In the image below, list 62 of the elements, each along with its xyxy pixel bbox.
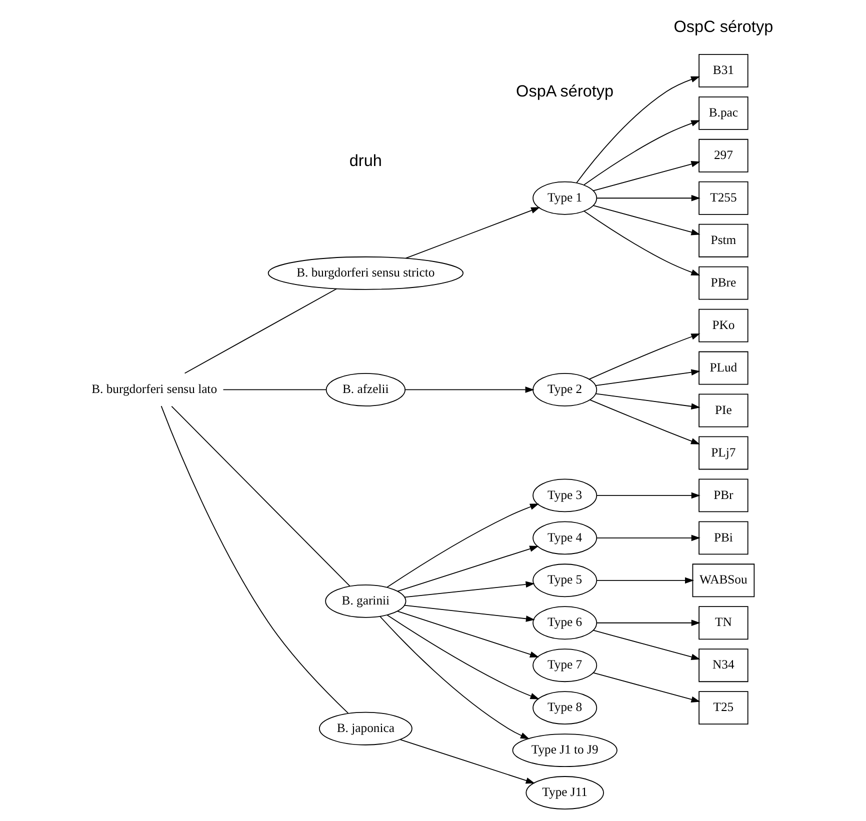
node-box: WABSou (692, 564, 755, 598)
node-box: B.pac (698, 96, 748, 130)
arrow (596, 534, 700, 542)
arrow (380, 616, 530, 740)
node-text: B. burgdorferi sensu lato (92, 382, 218, 396)
node-box: PIe (698, 394, 748, 428)
arrow (404, 604, 536, 622)
arrow (404, 386, 534, 393)
label: druh (349, 152, 382, 170)
arrow (386, 504, 540, 588)
arrow (404, 581, 535, 598)
connector (222, 389, 327, 390)
arrow (595, 393, 700, 410)
arrow (596, 577, 694, 584)
node-box: 297 (698, 138, 748, 172)
node-box: T25 (698, 691, 748, 725)
arrow (405, 207, 540, 259)
node-box: PLud (698, 351, 748, 385)
node-ellipse: Type 5 (532, 564, 598, 598)
node-box: B31 (698, 54, 748, 88)
arrow (592, 160, 700, 192)
node-ellipse: B. japonica (318, 712, 412, 746)
arrow (592, 205, 700, 236)
arrow (596, 620, 700, 626)
node-box: T255 (698, 181, 748, 215)
label: OspC sérotyp (674, 18, 774, 36)
node-ellipse: Type 4 (532, 521, 598, 555)
arrow (584, 210, 700, 276)
node-box: PBi (698, 521, 748, 555)
label: OspA sérotyp (516, 82, 614, 100)
node-box: PLj7 (698, 436, 748, 470)
arrow (596, 194, 700, 202)
arrow (592, 672, 700, 702)
arrow (584, 120, 700, 186)
arrow (400, 739, 535, 784)
node-box: PBr (698, 478, 748, 512)
node-ellipse: Type 2 (532, 373, 598, 406)
arrow (588, 334, 700, 380)
node-box: PKo (698, 308, 748, 342)
connector (160, 406, 349, 714)
node-ellipse: Type 7 (532, 648, 598, 682)
node-ellipse: B. burgdorferi sensu stricto (268, 256, 464, 290)
node-box: TN (698, 606, 748, 640)
node-box: PBre (698, 266, 748, 300)
node-ellipse: B. garinii (325, 584, 406, 618)
connector (184, 288, 338, 374)
node-ellipse: Type 6 (532, 606, 598, 640)
arrow (396, 610, 540, 658)
arrow (590, 400, 700, 444)
node-ellipse: Type 3 (532, 478, 598, 512)
connector (171, 406, 350, 587)
node-ellipse: Type 1 (532, 181, 598, 215)
node-ellipse: B. afzelii (326, 373, 406, 406)
node-box: N34 (698, 648, 748, 682)
node-ellipse: Type 8 (532, 691, 598, 725)
arrow (592, 630, 700, 660)
arrow (396, 546, 539, 592)
arrow (386, 614, 540, 700)
arrow (576, 76, 700, 184)
node-box: Pstm (698, 224, 748, 258)
arrow (596, 492, 700, 499)
arrow (595, 369, 700, 386)
